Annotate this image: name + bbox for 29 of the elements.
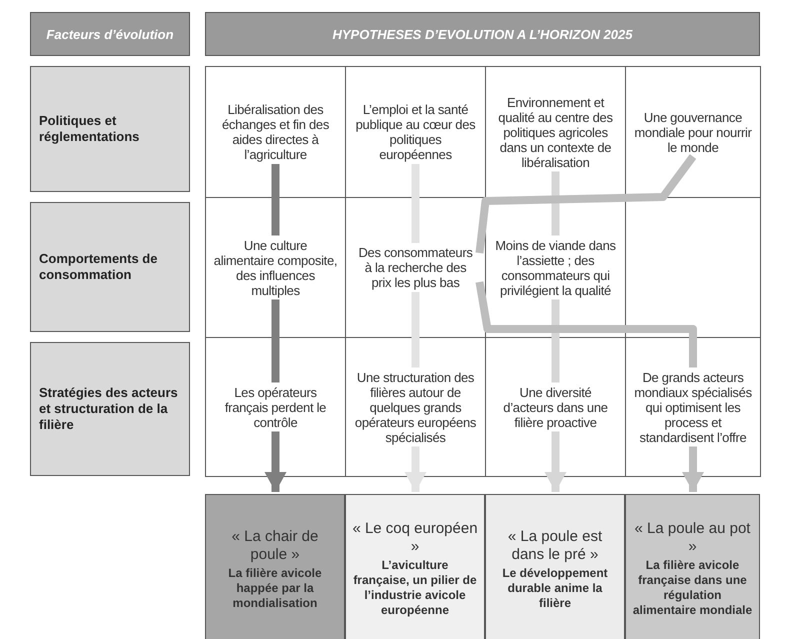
connector-line (476, 154, 696, 254)
scenario-description: Le développement durable anime la filière (501, 566, 609, 610)
scenario-description: La filière avicole happée par la mondialisation (227, 566, 323, 610)
scenario-description: L’aviculture française, un pilier de l’industrie avicole européenne (352, 558, 478, 618)
arrow (544, 432, 566, 492)
connector-line (412, 292, 420, 368)
arrow (404, 446, 426, 492)
scenario-description: La filière avicole française dans une régulation alimentaire mondiale (632, 558, 753, 618)
scenario-box (345, 494, 485, 639)
connector-line (272, 300, 280, 382)
connector-line (552, 172, 560, 236)
arrow (682, 446, 704, 492)
connector-line (272, 164, 280, 236)
scenario-title: « La poule au pot » (634, 520, 752, 556)
scenario-title: « La poule est dans le pré » (506, 528, 604, 564)
factor-box: Comportements de consommation (30, 202, 190, 332)
factor-box: Politiques et réglementations (30, 66, 190, 192)
connector-line (476, 281, 697, 368)
scenario-title: « La chair de poule » (230, 528, 320, 564)
arrow (264, 432, 286, 492)
scenario-box (205, 494, 345, 639)
connector-line (552, 300, 560, 382)
header-box: Facteurs d’évolution (30, 12, 190, 56)
scenario-title: « Le coq européen » (352, 520, 478, 556)
connector-line (412, 164, 420, 243)
factor-box: Stratégies des acteurs et structuration de la filière (30, 342, 190, 476)
scenario-box (625, 494, 760, 639)
header-box: HYPOTHESES D’EVOLUTION A L’HORIZON 2025 (205, 12, 760, 56)
scenario-box (485, 494, 625, 639)
